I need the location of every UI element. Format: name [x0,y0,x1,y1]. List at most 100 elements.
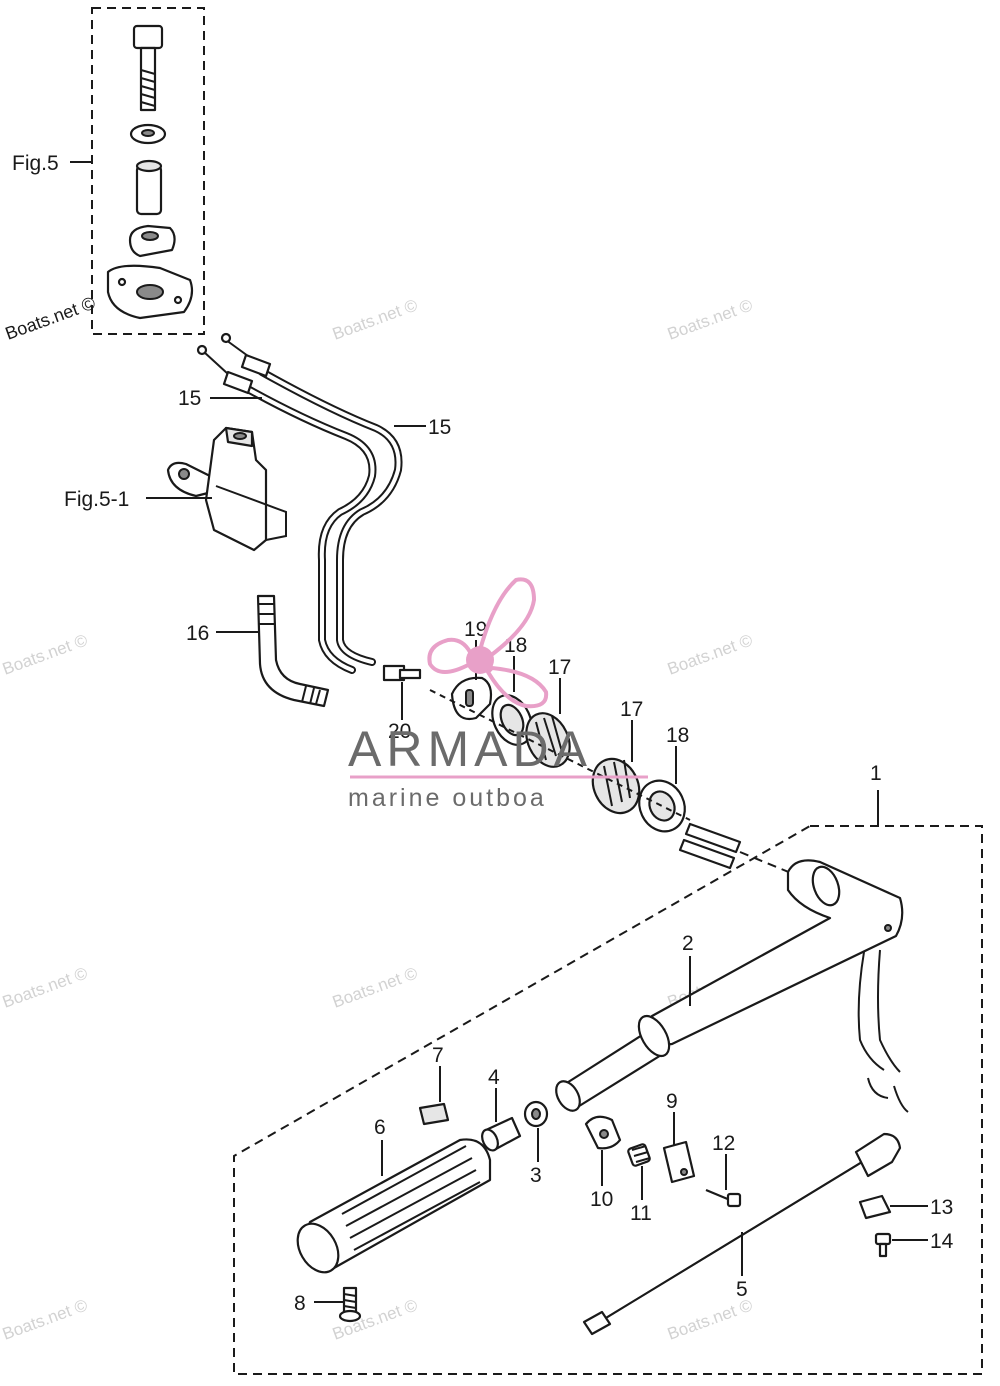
callout-14[interactable]: 14 [930,1230,954,1253]
part-16-hose: 16 [186,594,330,708]
block-9-hole [680,1168,688,1176]
bolt-20-shank [398,668,422,680]
bushing-18b-bore [648,790,676,822]
screw-8-head [338,1309,362,1323]
screw-14-head [874,1232,892,1246]
callout-16[interactable]: 16 [186,622,209,645]
bracket-flange [215,485,287,541]
callout-fig5-1[interactable]: Fig.5-1 [64,488,129,511]
logo-tagline: marine outboa [348,784,547,812]
tiller-dashed-box [233,825,983,1375]
cable-end-fitting [240,353,272,378]
rod-5-inner [595,1161,863,1325]
small-parts: 7 4 3 6 10 11 9 12 [294,1044,954,1336]
callout-15a[interactable]: 15 [178,387,201,410]
callout-15b[interactable]: 15 [428,416,451,439]
bracket-bolt-hole [117,277,127,287]
watermark: Boats.net © [665,295,756,343]
throttle-shift-cables: 15 15 [178,332,451,674]
tiller-pivot-ring [811,865,841,907]
bolt-head [132,24,164,50]
callout-17b[interactable]: 17 [620,698,643,721]
fig5-assembly: Fig.5 [12,7,205,335]
callout-2[interactable]: 2 [682,932,694,955]
callout-5[interactable]: 5 [736,1278,748,1301]
spacer-top [135,159,163,173]
logo-blade [477,577,537,659]
bracket-body [204,426,268,552]
pivot-stack: 20 19 18 17 17 18 [382,618,742,870]
washer-3-hole [531,1108,541,1120]
hose-ribs [258,603,321,705]
spring-11-coils [631,1145,651,1163]
watermark: Boats.net © [665,630,756,678]
callout-13[interactable]: 13 [930,1196,953,1219]
grip-6-ribs [341,1145,481,1251]
bracket-arm-hole [178,468,190,480]
watermark-dark: Boats.net © [3,293,98,344]
callout-1[interactable]: 1 [870,762,882,785]
callout-12[interactable]: 12 [712,1132,735,1155]
callout-4[interactable]: 4 [488,1066,500,1089]
armada-logo: ARMADA marine outboa [348,577,648,812]
watermark: Boats.net © [0,630,91,678]
throttle-tube-end [555,1080,581,1112]
bushing-17b [591,757,641,815]
logo-blade [427,637,472,674]
connector-plug [684,822,742,854]
bushing-17a-ribs [535,715,563,761]
bracket-bolt-hole [173,295,183,305]
watermark: Boats.net © [0,963,91,1011]
callout-17a[interactable]: 17 [548,656,571,679]
callout-19[interactable]: 19 [464,618,487,641]
washer-hole [141,129,155,137]
cable-eyelet [220,332,232,344]
rod-5-coupler [854,1132,902,1178]
screw-12-head [726,1192,742,1208]
connector-plug [678,838,736,870]
callout-10[interactable]: 10 [590,1188,613,1211]
callout-9[interactable]: 9 [666,1090,678,1113]
watermark: Boats.net © [0,1295,91,1343]
bracket-top-hole [233,432,247,440]
screw-12-shank [705,1188,731,1202]
watermark: Boats.net © [330,963,421,1011]
cable-inner-b [244,386,375,672]
throttle-tube-collar [637,1014,671,1058]
callout-20[interactable]: 20 [388,720,411,743]
screw-8-thread [343,1293,357,1309]
callout-fig5[interactable]: Fig.5 [12,152,59,175]
callout-18a[interactable]: 18 [504,634,527,657]
collar-hole [141,231,159,241]
clip-13 [858,1194,892,1220]
rod-5-eye [582,1310,612,1336]
logo-brand: ARMADA [348,721,592,777]
collar [128,224,176,258]
fig5-1-bracket: Fig.5-1 [64,426,287,552]
tiller-bolt-hole [884,924,892,932]
grip-6-end [296,1222,340,1274]
cable-eyelet [196,344,208,356]
callout-18b[interactable]: 18 [666,724,689,747]
spacer [135,164,163,216]
tiller-assembly: 1 2 [233,762,983,1375]
callout-11[interactable]: 11 [630,1202,652,1225]
callout-6[interactable]: 6 [374,1116,386,1139]
plate-19-slot [465,689,474,707]
tiller-clip [867,1077,909,1113]
callout-8[interactable]: 8 [294,1292,306,1315]
pad-7 [418,1102,450,1126]
tiller-arm [650,859,904,1046]
callout-7[interactable]: 7 [432,1044,444,1067]
cable-end-rod [203,339,249,375]
sleeve-4-end [481,1128,499,1152]
callout-3[interactable]: 3 [530,1164,542,1187]
tiller-leg [857,949,901,1073]
watermark: Boats.net © [330,295,421,343]
bracket-hole [136,284,164,300]
bolt-thread [140,69,156,107]
block-9 [662,1140,696,1184]
logo-blade [485,665,549,709]
fig5-dashed-box [91,7,205,335]
